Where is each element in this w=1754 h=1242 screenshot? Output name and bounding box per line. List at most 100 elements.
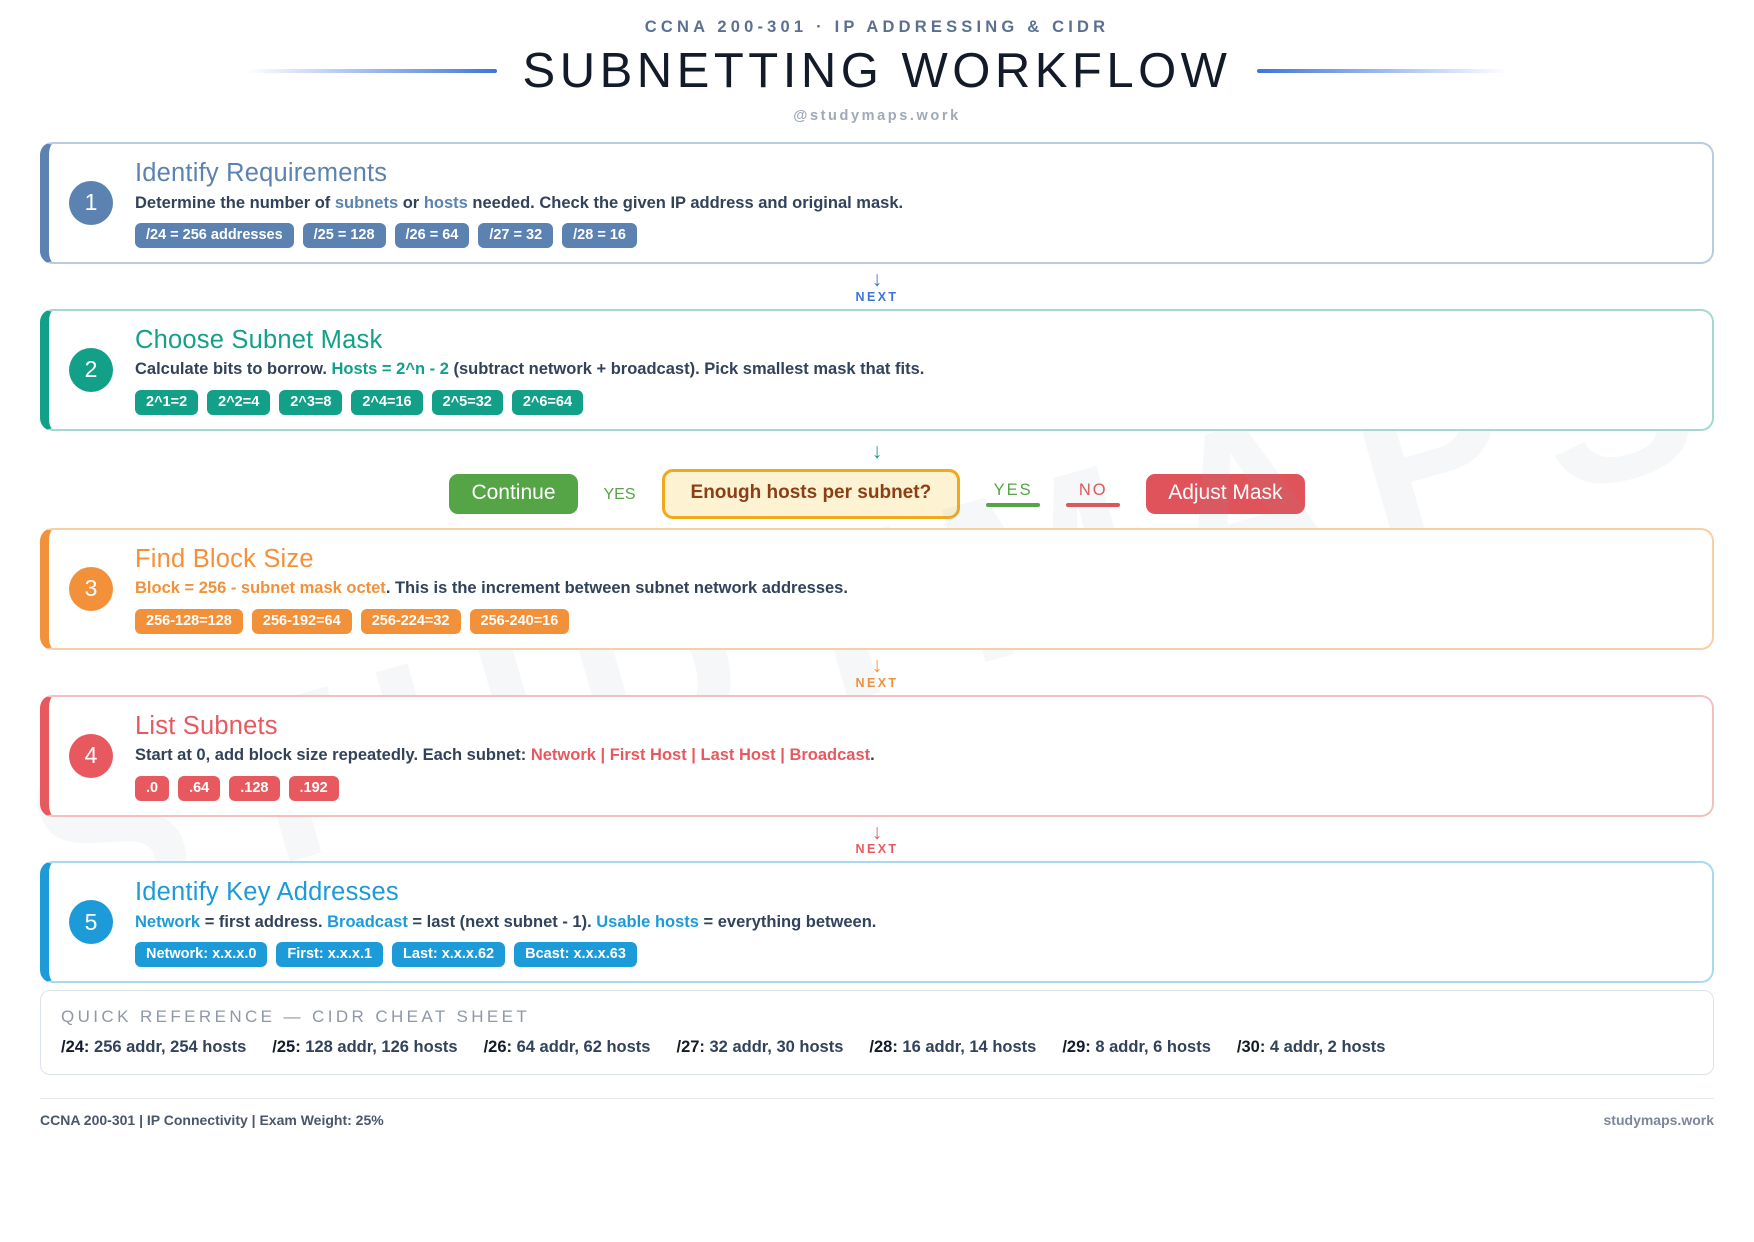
step-chip: .128 — [229, 775, 280, 801]
arrow-down-icon: ↓ — [871, 439, 883, 463]
step-description: Calculate bits to borrow. Hosts = 2^n - … — [135, 359, 1690, 380]
step-desc-text: (subtract network + broadcast). Pick sma… — [448, 360, 925, 379]
quick-reference-item: /28: 16 addr, 14 hosts — [869, 1038, 1036, 1057]
decision-question[interactable]: Enough hosts per subnet? — [661, 468, 961, 519]
connector-label: NEXT — [855, 675, 899, 690]
step-desc-highlight: Network — [135, 913, 201, 932]
step-chip: 2^3=8 — [279, 389, 343, 415]
arrow-down-icon: ↓ — [871, 820, 883, 844]
quick-reference-item: /30: 4 addr, 2 hosts — [1237, 1038, 1386, 1057]
step-desc-highlight: subnets — [334, 193, 399, 212]
step-number-badge: 3 — [69, 566, 113, 611]
footer-left-text: CCNA 200-301 | IP Connectivity | Exam We… — [40, 1112, 384, 1128]
step-desc-text: . This is the increment between subnet n… — [385, 579, 848, 598]
step-number-badge: 5 — [69, 900, 113, 945]
title-row: SUBNETTING WORKFLOW — [40, 43, 1714, 99]
step-connector: ↓NEXT — [40, 650, 1714, 695]
step-desc-highlight: Broadcast — [327, 913, 408, 932]
step-description: Determine the number of subnets or hosts… — [135, 193, 1690, 214]
step-title: Find Block Size — [135, 544, 314, 573]
branch-label: NO — [1078, 480, 1108, 499]
quick-reference-cidr: /26: — [483, 1038, 512, 1056]
step-desc-text: . — [870, 746, 875, 765]
quick-reference-items: /24: 256 addr, 254 hosts/25: 128 addr, 1… — [61, 1038, 1693, 1057]
arrow-down-icon: ↓ — [871, 653, 883, 677]
step-desc-highlight: Hosts = 2^n - 2 — [331, 360, 449, 379]
step-connector: ↓NEXT — [40, 817, 1714, 862]
step-desc-text: Determine the number of — [135, 193, 335, 212]
step-desc-text: = last (next subnet - 1). — [407, 913, 597, 932]
branch-label: YES — [603, 486, 636, 504]
step-title: Choose Subnet Mask — [135, 325, 383, 354]
step-title: Identify Requirements — [135, 159, 388, 187]
footer-right-text: studymaps.work — [1603, 1112, 1714, 1128]
step-desc-text: = first address. — [200, 913, 328, 932]
continue-button[interactable]: Continue — [449, 473, 578, 514]
connector-label: NEXT — [855, 842, 899, 857]
step-desc-text: needed. Check the given IP address and o… — [467, 193, 904, 212]
step-desc-text: or — [398, 193, 424, 212]
branch-line — [1066, 502, 1121, 507]
step-desc-highlight: hosts — [423, 193, 468, 212]
step-chip: /28 = 16 — [562, 222, 637, 248]
quick-reference-item: /26: 64 addr, 62 hosts — [484, 1038, 651, 1057]
step-number-badge: 1 — [69, 180, 113, 225]
step-connector: ↓NEXT — [40, 264, 1714, 309]
step-chip-list: .0.64.128.192 — [135, 775, 1690, 801]
header-handle: @studymaps.work — [793, 108, 961, 124]
quick-reference-detail: 32 addr, 30 hosts — [704, 1038, 844, 1056]
step-number-badge: 4 — [69, 733, 113, 778]
step-chip: .192 — [288, 775, 339, 801]
quick-reference-cidr: /28: — [869, 1038, 898, 1056]
branch-no: NO — [1066, 480, 1121, 507]
quick-reference-item: /29: 8 addr, 6 hosts — [1062, 1038, 1211, 1057]
adjust-mask-button[interactable]: Adjust Mask — [1146, 473, 1305, 514]
step-chip: /26 = 64 — [394, 222, 470, 248]
step-chip: Bcast: x.x.x.63 — [514, 942, 637, 968]
header-kicker: CCNA 200-301 · IP ADDRESSING & CIDR — [644, 18, 1110, 36]
quick-reference-item: /24: 256 addr, 254 hosts — [61, 1038, 246, 1057]
quick-reference-cidr: /29: — [1062, 1038, 1091, 1056]
quick-reference-panel: QUICK REFERENCE — CIDR CHEAT SHEET /24: … — [40, 990, 1714, 1075]
quick-reference-cidr: /27: — [676, 1038, 705, 1056]
page-title: SUBNETTING WORKFLOW — [522, 44, 1232, 98]
quick-reference-detail: 8 addr, 6 hosts — [1090, 1038, 1211, 1056]
quick-reference-cidr: /24: — [61, 1038, 90, 1056]
step-title: Identify Key Addresses — [135, 878, 399, 907]
title-rule-right — [1257, 69, 1508, 73]
step-desc-highlight: Network | First Host | Last Host | Broad… — [530, 746, 871, 765]
step-chip: 256-224=32 — [360, 608, 461, 634]
quick-reference-cidr: /25: — [272, 1038, 301, 1056]
step-chip: First: x.x.x.1 — [276, 942, 384, 968]
step-chip: 2^2=4 — [207, 389, 271, 415]
step-chip: Network: x.x.x.0 — [135, 942, 268, 968]
quick-reference-item: /25: 128 addr, 126 hosts — [272, 1038, 457, 1057]
step-number-badge: 2 — [69, 347, 113, 392]
step-chip-list: /24 = 256 addresses/25 = 128/26 = 64/27 … — [135, 222, 1690, 248]
step-chip: .64 — [178, 775, 221, 801]
quick-reference-title: QUICK REFERENCE — CIDR CHEAT SHEET — [61, 1007, 531, 1026]
branch-yes-right: YES — [986, 481, 1041, 507]
step-chip: 256-240=16 — [469, 608, 570, 634]
decision-branch-row: ↓ Continue YES Enough hosts per subnet? YES N… — [40, 431, 1714, 528]
quick-reference-detail: 64 addr, 62 hosts — [512, 1038, 651, 1056]
branch-yes-left: YES — [604, 483, 636, 504]
step-chip: 256-128=128 — [135, 608, 243, 634]
step-chip: 2^1=2 — [135, 389, 199, 415]
step-chip: /27 = 32 — [478, 222, 554, 248]
step-desc-text: = everything between. — [698, 913, 877, 932]
step-chip: 2^4=16 — [351, 389, 423, 415]
step-desc-text: Calculate bits to borrow. — [135, 360, 332, 379]
